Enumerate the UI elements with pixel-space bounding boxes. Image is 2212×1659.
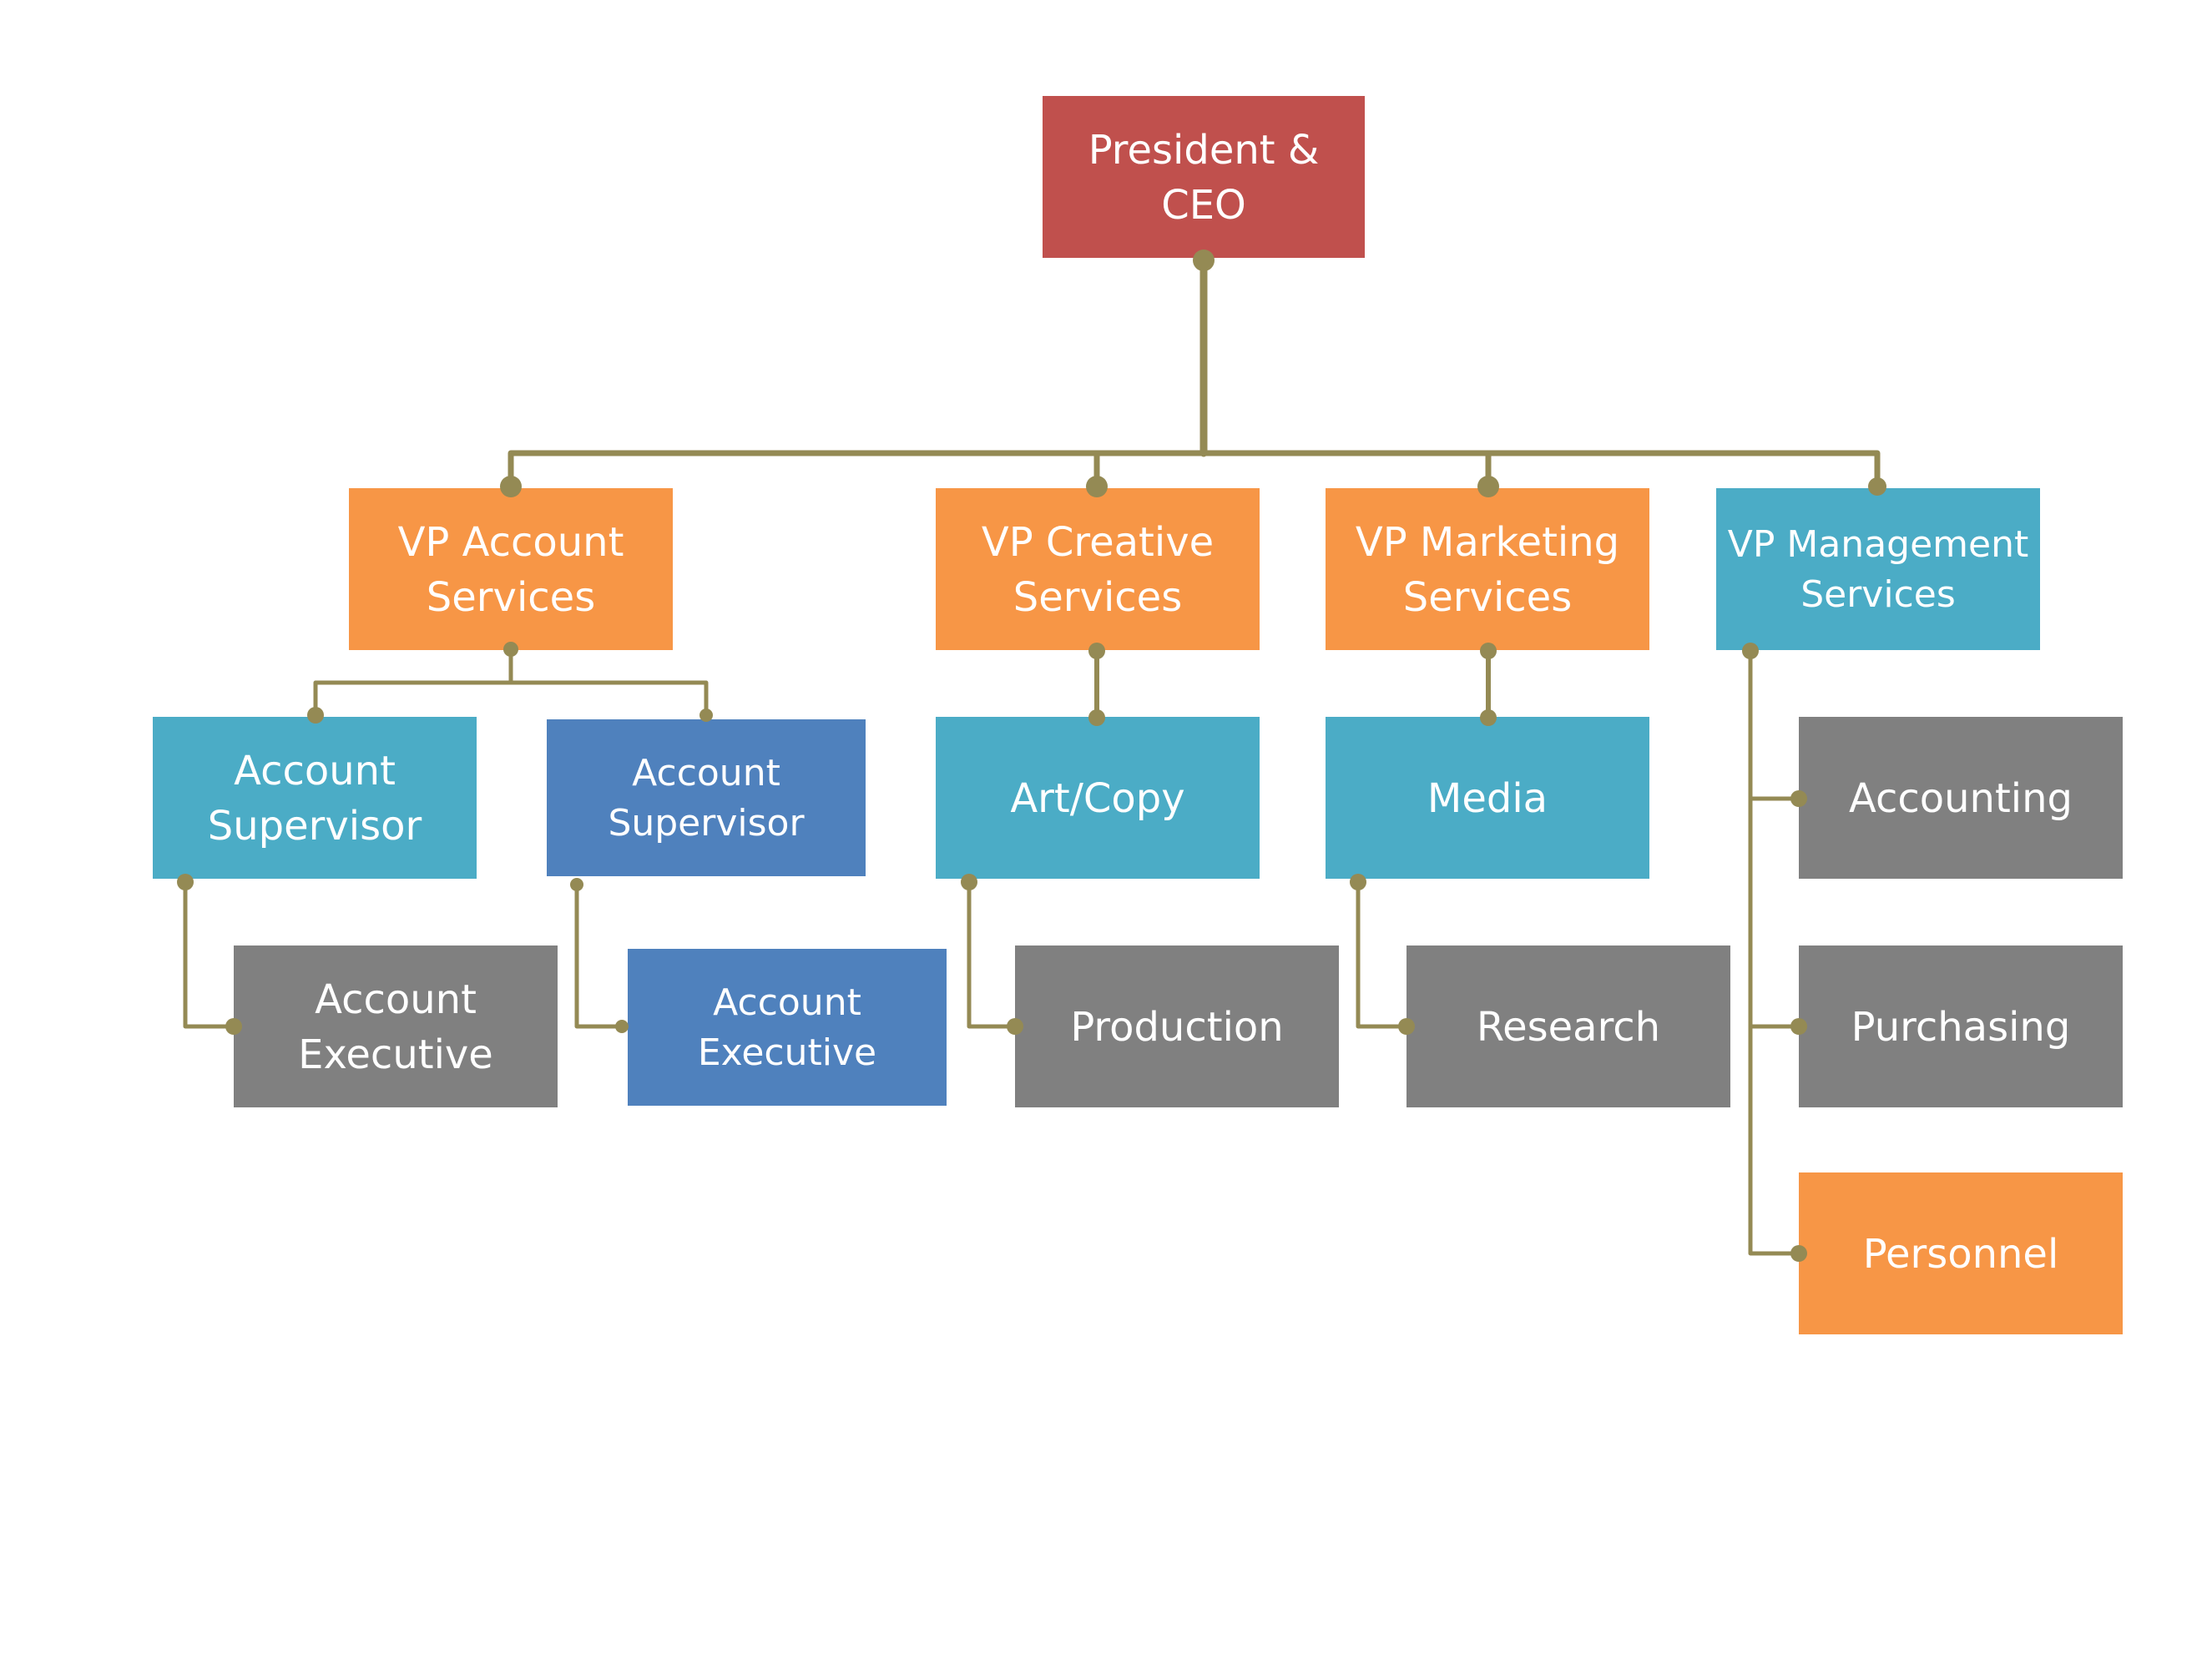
purchasing-box: Purchasing: [1799, 945, 2123, 1107]
purchasing-box-label-line-1: Purchasing: [1851, 1004, 2071, 1051]
research-box: Research: [1406, 945, 1730, 1107]
connector-supervisor1-executive1: [183, 878, 236, 1029]
account-supervisor-box-1-label-line-1: Account: [234, 748, 396, 794]
accounting-box-rect: [1799, 717, 2123, 879]
connector-dots: [177, 250, 1886, 1262]
dot-supervisor1-top: [307, 707, 324, 724]
account-executive-box-1-label-line-1: Account: [315, 976, 477, 1023]
ceo-box: President & CEO: [1043, 96, 1365, 258]
dot-vp-account-top: [500, 476, 522, 497]
purchasing-box-rect: [1799, 945, 2123, 1107]
dot-vp-marketing-bottom: [1480, 643, 1497, 659]
research-box-rect: [1406, 945, 1730, 1107]
accounting-box: Accounting: [1799, 717, 2123, 879]
account-executive-box-2-label-line-1: Account: [713, 981, 861, 1024]
account-executive-box-2-label-line-2: Executive: [698, 1031, 876, 1074]
research-box-label-line-1: Research: [1477, 1004, 1660, 1051]
personnel-box: Personnel: [1799, 1172, 2123, 1334]
dot-vp-creative-bottom: [1088, 643, 1105, 659]
production-box-label-line-1: Production: [1070, 1004, 1283, 1051]
accounting-box-label-line-1: Accounting: [1849, 775, 2073, 822]
production-box-rect: [1015, 945, 1339, 1107]
production-box: Production: [1015, 945, 1339, 1107]
account-executive-box-1-label-line-2: Executive: [298, 1031, 493, 1078]
vp-account-services-box-label-line-1: VP Account: [398, 519, 624, 566]
account-executive-box-1-rect: [234, 945, 558, 1107]
dot-purchasing-left: [1790, 1018, 1807, 1035]
connector-management-units: [1748, 647, 1801, 1256]
dot-executive2-left: [615, 1020, 629, 1033]
personnel-box-rect: [1799, 1172, 2123, 1334]
dot-personnel-left: [1790, 1245, 1807, 1262]
dot-research-left: [1398, 1018, 1415, 1035]
vp-creative-services-box-label-line-1: VP Creative: [982, 519, 1214, 566]
vp-account-services-box-label-line-2: Services: [427, 574, 595, 621]
dot-supervisor2-top: [699, 708, 713, 722]
dot-supervisor2-bottom: [570, 878, 583, 891]
personnel-box-label-line-1: Personnel: [1863, 1231, 2059, 1278]
account-executive-box-2-rect: [628, 949, 947, 1106]
media-box: Media: [1326, 717, 1649, 879]
ceo-box-rect: [1043, 96, 1365, 258]
connector-artcopy-production: [967, 878, 1018, 1029]
dot-artcopy-top: [1088, 709, 1105, 726]
vp-management-services-box-label-line-2: Services: [1800, 573, 1956, 616]
vp-management-services-box-rect: [1716, 488, 2040, 650]
vp-management-services-box-label-line-1: VP Management: [1728, 523, 2028, 566]
dot-ceo-bottom: [1193, 250, 1215, 271]
vp-account-services-box-rect: [349, 488, 673, 650]
dot-supervisor1-bottom: [177, 874, 194, 890]
dot-executive1-left: [225, 1018, 242, 1035]
dot-vp-management-bottom: [1742, 643, 1759, 659]
account-supervisor-box-2-label-line-2: Supervisor: [608, 802, 805, 845]
ceo-box-label-line-1: President &: [1088, 127, 1320, 174]
dot-vp-marketing-top: [1477, 476, 1499, 497]
media-box-rect: [1326, 717, 1649, 879]
connectors: [183, 256, 1881, 1256]
vp-creative-services-box-rect: [936, 488, 1260, 650]
account-supervisor-box-2-label-line-1: Account: [632, 752, 780, 794]
media-box-label-line-1: Media: [1427, 775, 1548, 822]
account-supervisor-box-1-rect: [153, 717, 477, 879]
art-copy-box-rect: [936, 717, 1260, 879]
vp-marketing-services-box-label-line-1: VP Marketing: [1356, 519, 1619, 566]
connector-vp-bus: [508, 450, 1881, 487]
dot-media-bottom: [1350, 874, 1366, 890]
connector-vp-account-supervisors: [313, 647, 709, 716]
dot-artcopy-bottom: [961, 874, 977, 890]
dot-vp-management-top: [1868, 477, 1886, 496]
connector-supervisor2-executive2: [574, 880, 624, 1029]
ceo-box-label-line-2: CEO: [1161, 182, 1246, 229]
dot-vp-creative-top: [1086, 476, 1108, 497]
account-supervisor-box-2-rect: [547, 719, 866, 876]
dot-accounting-left: [1790, 790, 1807, 807]
vp-marketing-services-box-rect: [1326, 488, 1649, 650]
connector-media-research: [1356, 878, 1409, 1029]
vp-marketing-services-box-label-line-2: Services: [1403, 574, 1572, 621]
account-supervisor-box-1-label-line-2: Supervisor: [208, 803, 422, 850]
dot-media-top: [1480, 709, 1497, 726]
art-copy-box-label-line-1: Art/Copy: [1010, 775, 1184, 822]
art-copy-box: Art/Copy: [936, 717, 1260, 879]
vp-creative-services-box-label-line-2: Services: [1013, 574, 1182, 621]
dot-vp-account-bottom: [503, 642, 518, 657]
dot-production-left: [1007, 1018, 1023, 1035]
